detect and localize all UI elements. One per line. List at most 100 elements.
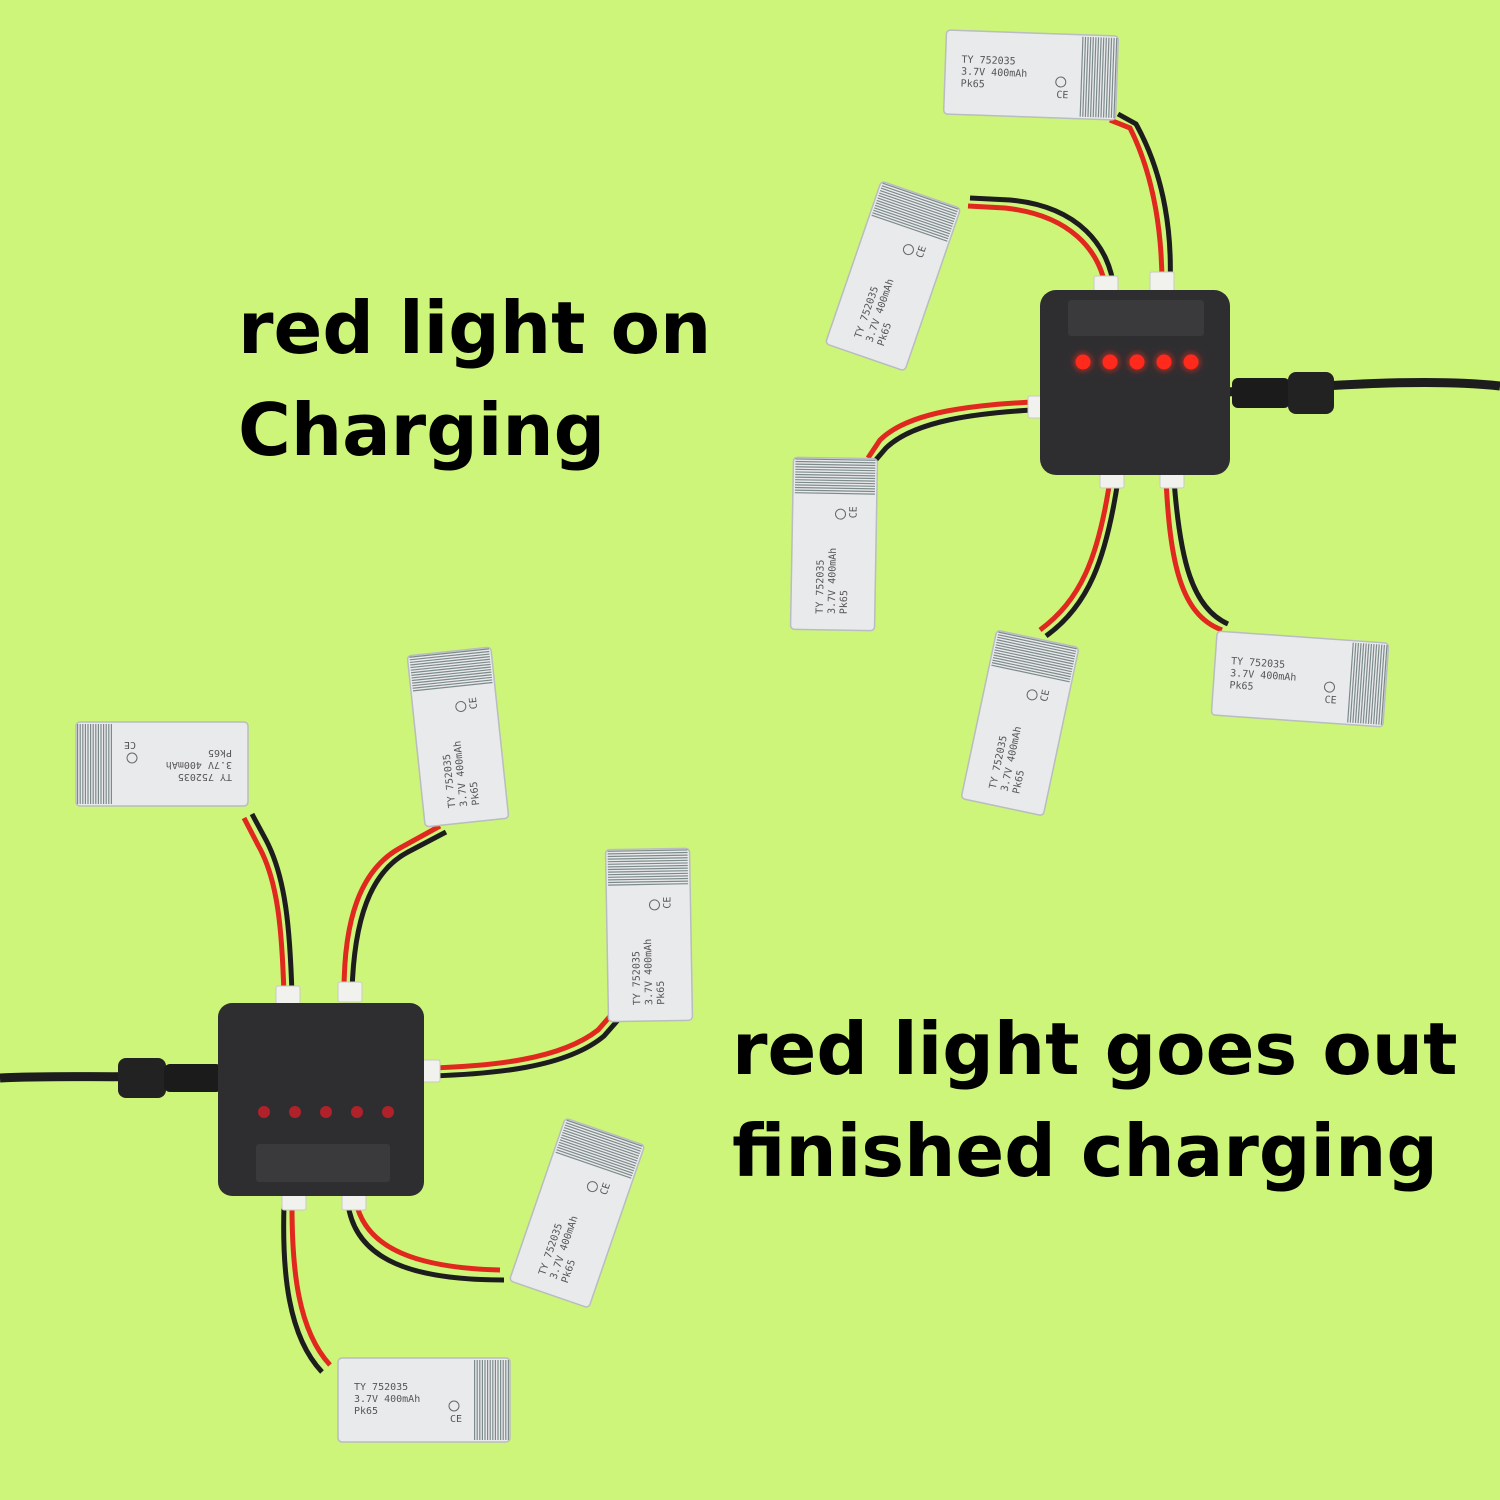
recycle-icon bbox=[1324, 681, 1336, 693]
ce-mark: CE bbox=[468, 697, 480, 710]
battery-label-line: 3.7V 400mAh bbox=[354, 1394, 420, 1405]
battery-label-line: TY 752035 bbox=[961, 55, 1016, 68]
battery-cell-edge bbox=[1347, 642, 1388, 725]
battery-label-line: 3.7V 400mAh bbox=[1230, 668, 1297, 684]
battery-cell-edge bbox=[991, 631, 1077, 683]
led-row bbox=[258, 1106, 394, 1118]
battery-label-line: TY 752035 bbox=[815, 559, 827, 613]
ce-mark: CE bbox=[599, 1182, 613, 1197]
battery-cell-edge bbox=[474, 1360, 509, 1440]
battery-label-line: TY 752035 bbox=[178, 771, 232, 782]
ce-mark: CE bbox=[1056, 90, 1068, 101]
battery-cell-edge bbox=[794, 458, 876, 495]
led-indicator-off bbox=[320, 1106, 332, 1118]
battery-body bbox=[604, 847, 694, 1023]
battery-label-line: Pk65 bbox=[208, 747, 232, 758]
caption-finished-line2: finished charging bbox=[732, 1109, 1438, 1193]
battery-body bbox=[75, 721, 249, 807]
battery-label-line: Pk65 bbox=[469, 781, 482, 806]
wire-pair bbox=[1109, 111, 1173, 286]
ce-mark: CE bbox=[124, 739, 136, 750]
battery-label-line: Pk65 bbox=[354, 1406, 378, 1417]
battery-cell-edge bbox=[1079, 36, 1118, 118]
led-indicator-lit bbox=[1156, 354, 1172, 370]
battery-label-line: Pk65 bbox=[839, 590, 850, 614]
usb-plug-boot bbox=[1288, 372, 1334, 414]
wire-pair bbox=[281, 1205, 332, 1374]
led-row bbox=[1075, 354, 1199, 370]
charger-label-recess bbox=[256, 1144, 390, 1182]
led-indicator-off bbox=[289, 1106, 301, 1118]
ce-mark: CE bbox=[915, 245, 929, 260]
battery-label-line: 3.7V 400mAh bbox=[166, 759, 232, 770]
battery-cell-edge bbox=[555, 1119, 643, 1179]
wire-pair bbox=[1038, 479, 1121, 639]
caption-finished: red light goes out finished charging bbox=[732, 1013, 1457, 1187]
wire-pair bbox=[345, 1201, 505, 1283]
wire-pair bbox=[241, 812, 295, 996]
led-indicator-lit bbox=[1075, 354, 1091, 370]
battery-label-line: Pk65 bbox=[960, 79, 984, 91]
usb-plug bbox=[164, 1064, 222, 1092]
led-indicator-lit bbox=[1183, 354, 1199, 370]
recycle-icon bbox=[648, 899, 660, 911]
wire-pair bbox=[431, 1012, 620, 1079]
caption-charging-line2: Charging bbox=[238, 388, 606, 472]
led-indicator-lit bbox=[1102, 354, 1118, 370]
battery-label-line: TY 752035 bbox=[631, 951, 643, 1005]
battery-label-line: TY 752035 bbox=[1231, 656, 1286, 671]
battery-label-line: TY 752035 bbox=[354, 1382, 408, 1393]
charger-hub bbox=[1040, 290, 1230, 475]
battery-label-line: 3.7V 400mAh bbox=[643, 939, 655, 1005]
led-indicator-off bbox=[382, 1106, 394, 1118]
battery-cell-edge bbox=[77, 724, 112, 804]
ce-mark: CE bbox=[662, 897, 673, 909]
recycle-icon bbox=[455, 701, 467, 713]
battery-body bbox=[942, 29, 1120, 121]
jst-connector bbox=[1149, 271, 1175, 293]
jst-connector bbox=[337, 981, 363, 1003]
battery-label-line: Pk65 bbox=[1229, 680, 1254, 693]
battery-body bbox=[1210, 630, 1390, 728]
wire-pair bbox=[1163, 479, 1230, 633]
ce-mark: CE bbox=[1324, 695, 1337, 707]
usb-plug bbox=[1232, 378, 1290, 408]
usb-plug-boot bbox=[118, 1058, 166, 1098]
battery-body bbox=[337, 1357, 511, 1443]
battery-label-line: 3.7V 400mAh bbox=[961, 67, 1028, 80]
battery-cell-edge bbox=[871, 182, 959, 242]
recycle-icon bbox=[902, 244, 914, 256]
ce-mark: CE bbox=[848, 506, 859, 518]
wire-pair bbox=[865, 399, 1033, 464]
battery-cell-edge bbox=[607, 849, 689, 886]
ce-mark: CE bbox=[450, 1414, 462, 1425]
led-indicator-off bbox=[351, 1106, 363, 1118]
recycle-icon bbox=[1055, 76, 1067, 88]
recycle-icon bbox=[1026, 689, 1038, 701]
battery-label-line: 3.7V 400mAh bbox=[827, 548, 839, 614]
battery-cell-edge bbox=[409, 648, 493, 692]
caption-finished-line1: red light goes out bbox=[732, 1007, 1458, 1091]
caption-charging: red light on Charging bbox=[238, 292, 711, 466]
battery-label-line: Pk65 bbox=[1011, 769, 1027, 795]
caption-charging-line1: red light on bbox=[238, 286, 712, 370]
wire-pair bbox=[341, 823, 448, 993]
